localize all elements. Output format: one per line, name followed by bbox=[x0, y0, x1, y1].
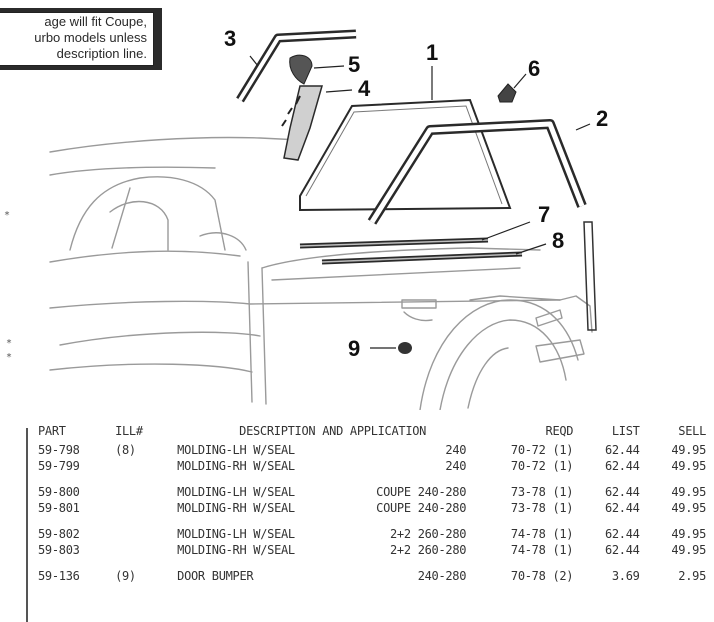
required-qty-cell: 74-78 (1) bbox=[510, 527, 574, 541]
part-number-cell: 59-800 bbox=[38, 485, 80, 499]
application-cell: 240-280 bbox=[417, 569, 467, 583]
list-price-cell: 62.44 bbox=[604, 443, 640, 457]
clip bbox=[289, 54, 313, 85]
description-cell: MOLDING-LH W/SEAL bbox=[177, 485, 295, 499]
description-cell: MOLDING-RH W/SEAL bbox=[177, 459, 295, 473]
application-cell: 240 bbox=[445, 459, 467, 473]
edge-mark: * bbox=[4, 210, 11, 221]
part-number-cell: 59-798 bbox=[38, 443, 80, 457]
callout-8: 8 bbox=[552, 228, 565, 253]
description-cell: MOLDING-RH W/SEAL bbox=[177, 501, 295, 515]
illustration-ref-cell bbox=[115, 484, 177, 500]
group-spacer bbox=[38, 474, 706, 484]
table-row: 59-802 MOLDING-LH W/SEAL 2+2 260-280 74-78 … bbox=[38, 526, 706, 542]
description-cell: MOLDING-LH W/SEAL bbox=[177, 527, 295, 541]
required-qty-cell: 70-72 (1) bbox=[510, 459, 574, 473]
table-row: 59-801 MOLDING-RH W/SEAL COUPE 240-280 73-7… bbox=[38, 500, 706, 516]
sell-price-cell: 49.95 bbox=[671, 543, 706, 557]
table-row: 59-798 (8) MOLDING-LH W/SEAL 240 70-72 (1) 62… bbox=[38, 442, 706, 458]
application-cell: COUPE 240-280 bbox=[376, 501, 467, 515]
car-outline bbox=[49, 136, 301, 153]
sell-price-cell: 49.95 bbox=[671, 459, 706, 473]
col-part: PART bbox=[38, 424, 66, 438]
callout-3: 3 bbox=[224, 26, 237, 51]
note-line: age will fit Coupe, bbox=[44, 14, 147, 29]
callout-2: 2 bbox=[596, 106, 609, 131]
part-number-cell: 59-799 bbox=[38, 459, 80, 473]
table-row: 59-136 (9) DOOR BUMPER 240-280 70-78 (2) 3.69… bbox=[38, 568, 706, 584]
door-bumper bbox=[398, 342, 412, 354]
application-cell: 2+2 260-280 bbox=[390, 527, 467, 541]
required-qty-cell: 70-72 (1) bbox=[510, 443, 574, 457]
rear-strip bbox=[583, 221, 597, 331]
spacer-cell bbox=[38, 516, 706, 526]
description-cell: DOOR BUMPER bbox=[177, 569, 254, 583]
table-row: 59-803 MOLDING-RH W/SEAL 2+2 260-280 74-78 … bbox=[38, 542, 706, 558]
list-price-cell: 62.44 bbox=[604, 527, 640, 541]
spacer-cell bbox=[38, 474, 706, 484]
illustration-ref-cell bbox=[115, 500, 177, 516]
sell-price-cell: 49.95 bbox=[671, 527, 706, 541]
group-spacer bbox=[38, 516, 706, 526]
required-qty-cell: 74-78 (1) bbox=[510, 543, 574, 557]
col-description: DESCRIPTION AND APPLICATION bbox=[239, 424, 427, 438]
illustration-ref-cell bbox=[115, 526, 177, 542]
list-price-cell: 62.44 bbox=[604, 501, 640, 515]
bracket bbox=[283, 85, 323, 161]
callout-7: 7 bbox=[538, 202, 551, 227]
group-spacer bbox=[38, 558, 706, 568]
part-number-cell: 59-136 bbox=[38, 569, 80, 583]
sell-price-cell: 49.95 bbox=[671, 485, 706, 499]
spacer-cell bbox=[38, 558, 706, 568]
illustration-ref-cell bbox=[115, 542, 177, 558]
required-qty-cell: 73-78 (1) bbox=[510, 501, 574, 515]
callout-5: 5 bbox=[348, 52, 361, 77]
door-glass bbox=[299, 98, 512, 212]
part-number-cell: 59-802 bbox=[38, 527, 80, 541]
stopper bbox=[497, 83, 517, 103]
required-qty-cell: 70-78 (2) bbox=[510, 569, 574, 583]
sell-price-cell: 49.95 bbox=[671, 443, 706, 457]
application-cell: COUPE 240-280 bbox=[376, 485, 467, 499]
required-qty-cell: 73-78 (1) bbox=[510, 485, 574, 499]
table-row: 59-799 MOLDING-RH W/SEAL 240 70-72 (1) 62.44… bbox=[38, 458, 706, 474]
callout-4: 4 bbox=[358, 76, 371, 101]
application-cell: 240 bbox=[445, 443, 467, 457]
illustration-ref-cell bbox=[115, 458, 177, 474]
illustration-ref-cell: (8) bbox=[115, 443, 136, 457]
note-line: urbo models unless bbox=[34, 30, 147, 45]
edge-mark: * bbox=[6, 338, 13, 349]
illustration-ref-cell: (9) bbox=[115, 569, 136, 583]
table-header-row: PART ILL# DESCRIPTION AND APPLICATION RE… bbox=[38, 420, 706, 442]
part-number-cell: 59-801 bbox=[38, 501, 80, 515]
margin-rule bbox=[26, 428, 28, 622]
description-cell: MOLDING-RH W/SEAL bbox=[177, 543, 295, 557]
col-sell: SELL bbox=[678, 424, 706, 438]
list-price-cell: 62.44 bbox=[604, 543, 640, 557]
sell-price-cell: 49.95 bbox=[671, 501, 706, 515]
sell-price-cell: 2.95 bbox=[678, 569, 706, 583]
list-price-cell: 62.44 bbox=[604, 485, 640, 499]
list-price-cell: 3.69 bbox=[611, 569, 640, 583]
edge-mark: * bbox=[6, 352, 13, 363]
callout-9: 9 bbox=[348, 336, 361, 361]
note-line: description line. bbox=[56, 46, 147, 61]
callout-1: 1 bbox=[426, 40, 439, 65]
applicability-note: age will fit Coupe, urbo models unless d… bbox=[0, 8, 162, 70]
part-number-cell: 59-803 bbox=[38, 543, 80, 557]
application-cell: 2+2 260-280 bbox=[390, 543, 467, 557]
list-price-cell: 62.44 bbox=[604, 459, 640, 473]
col-reqd: REQD bbox=[545, 424, 574, 438]
table-row: 59-800 MOLDING-LH W/SEAL COUPE 240-280 73-7… bbox=[38, 484, 706, 500]
parts-table: PART ILL# DESCRIPTION AND APPLICATION RE… bbox=[38, 420, 706, 584]
col-ill: ILL# bbox=[115, 424, 143, 438]
parts-diagram bbox=[49, 29, 597, 410]
description-cell: MOLDING-LH W/SEAL bbox=[177, 443, 295, 457]
col-list: LIST bbox=[611, 424, 640, 438]
callout-6: 6 bbox=[528, 56, 541, 81]
